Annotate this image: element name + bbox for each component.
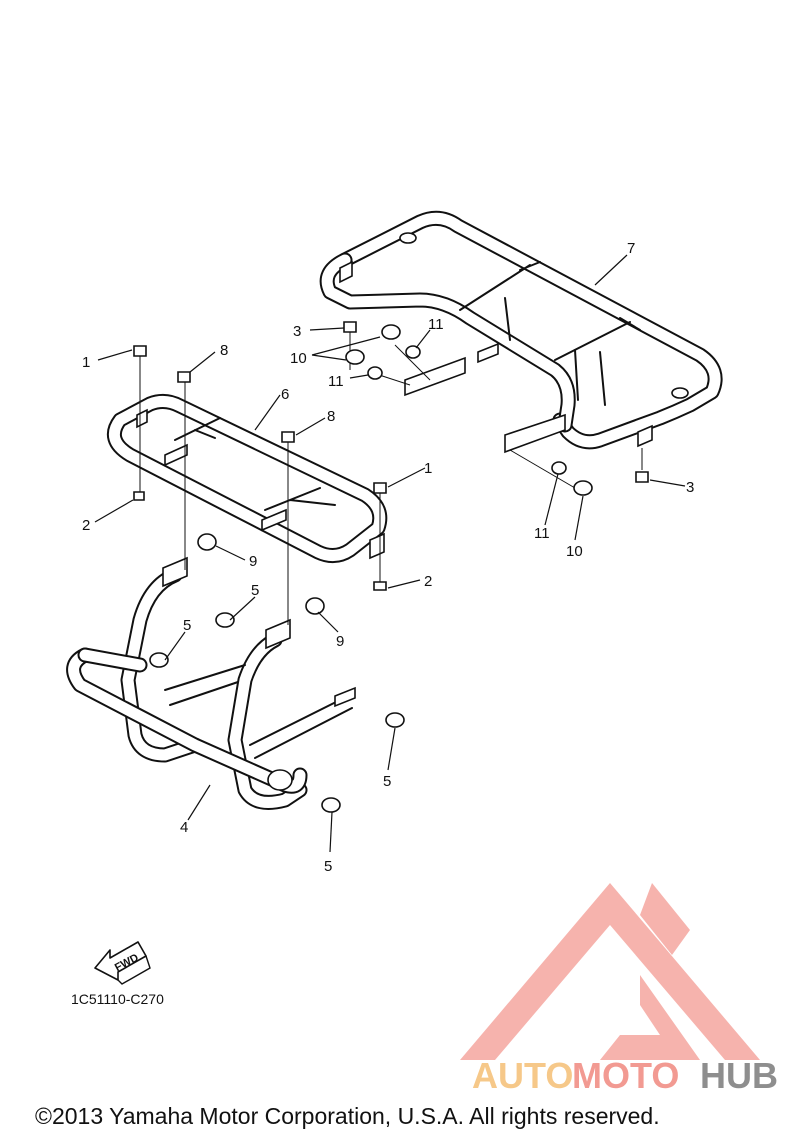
callout-5a: 5 [251, 582, 259, 599]
watermark-text-moto: MOTO [572, 1055, 679, 1096]
callout-1b: 1 [424, 460, 432, 477]
callout-labels: 1 1 2 2 3 3 4 5 5 5 5 6 7 8 8 9 9 10 10 … [82, 240, 694, 875]
callout-3b: 3 [686, 479, 694, 496]
callout-3a: 3 [293, 323, 301, 340]
rear-carrier-7 [319, 210, 723, 454]
callout-10b: 10 [566, 543, 583, 560]
leader-lines [94, 254, 686, 853]
callout-7: 7 [627, 240, 635, 257]
callout-10a: 10 [290, 350, 307, 367]
callout-11a: 11 [428, 316, 444, 333]
watermark-text-hub: HUB [700, 1055, 778, 1096]
callout-5d: 5 [324, 858, 332, 875]
diagram-code: 1C51110-C270 [71, 991, 164, 1007]
callout-5b: 5 [183, 617, 191, 634]
callout-9a: 9 [249, 553, 257, 570]
callout-2a: 2 [82, 517, 90, 534]
callout-4: 4 [180, 819, 188, 836]
callout-8b: 8 [327, 408, 335, 425]
hardware [133, 321, 649, 813]
callout-6: 6 [281, 386, 289, 403]
alignment-lines [139, 330, 643, 625]
front-carrier-6 [106, 393, 388, 563]
fwd-arrow-icon: FWD [94, 941, 151, 985]
callout-11c: 11 [534, 525, 550, 542]
watermark-logo: AUTO MOTO HUB [460, 883, 778, 1096]
callout-11b: 11 [328, 373, 344, 390]
callout-5c: 5 [383, 773, 391, 790]
callout-8a: 8 [220, 342, 228, 359]
copyright-notice: ©2013 Yamaha Motor Corporation, U.S.A. A… [35, 1103, 660, 1129]
callout-2b: 2 [424, 573, 432, 590]
callout-1a: 1 [82, 354, 90, 371]
callout-9b: 9 [336, 633, 344, 650]
watermark-text-auto: AUTO [472, 1055, 573, 1096]
front-guard-4 [66, 556, 356, 810]
